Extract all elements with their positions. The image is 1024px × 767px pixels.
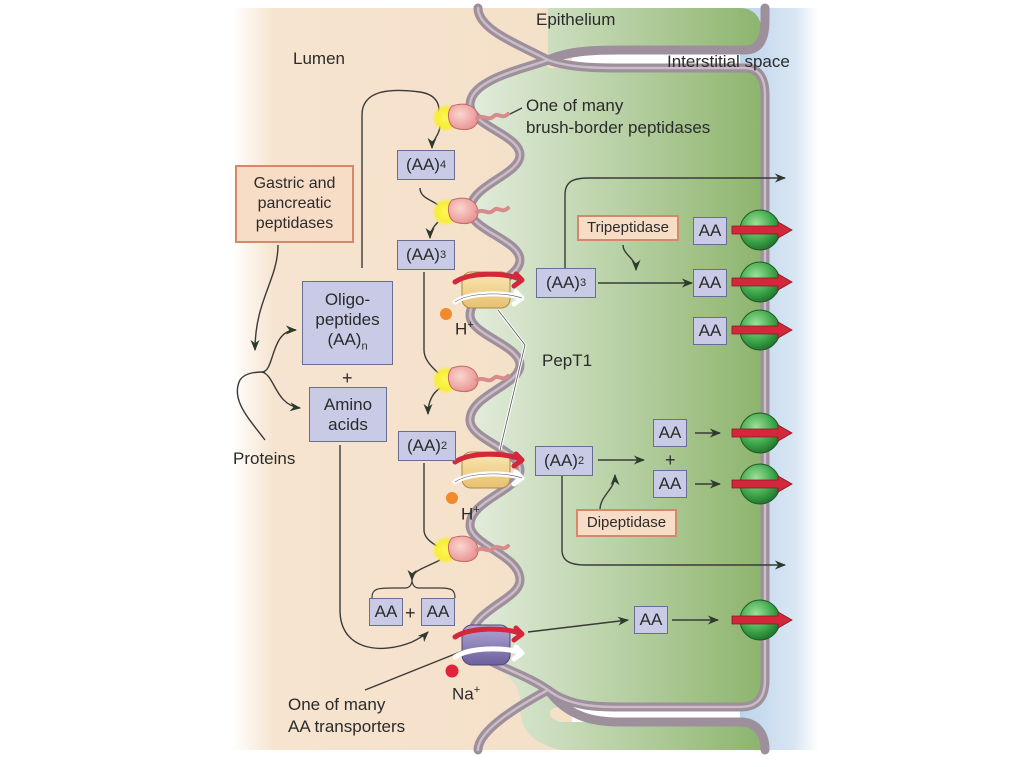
na-ion-label: Na+	[452, 680, 480, 705]
aa-box-tripeptide-2: AA	[693, 269, 727, 297]
arrow-to-aa-pair	[407, 559, 441, 582]
arrow-tripeptidase	[622, 244, 641, 272]
aa-box-dipeptide-2: AA	[653, 470, 687, 498]
aa2-lumen-box: (AA)2	[398, 431, 456, 461]
na-ion-charge: +	[473, 684, 481, 696]
basolateral-channel-6	[731, 599, 793, 641]
oligo-line3: (AA)n	[327, 330, 367, 356]
aa3-cell-subscript: 3	[579, 277, 587, 289]
aa2-lumen-formula: (AA)	[406, 436, 441, 455]
aa2-cell-formula: (AA)	[543, 451, 578, 470]
aa-box-transported: AA	[634, 606, 668, 634]
aa3-lumen-formula: (AA)	[405, 245, 440, 264]
oligo-line1: Oligo-	[324, 289, 371, 309]
basolateral-channel-5	[731, 463, 793, 505]
na-ion-symbol: Na	[452, 684, 474, 704]
aa-transporter	[452, 624, 525, 666]
arrow-proteins-up	[236, 371, 266, 441]
lumen-label: Lumen	[293, 49, 345, 68]
oligo-formula: (AA)	[327, 329, 362, 349]
oligo-line2: peptides	[315, 309, 380, 329]
basolateral-channels	[731, 209, 793, 641]
arrow-oligo-to-peptidase	[361, 89, 440, 268]
flow-arrows	[236, 89, 787, 691]
aa2-lumen-subscript: 2	[440, 440, 448, 452]
arrow-gastric-down	[250, 244, 279, 352]
basolateral-channel-2	[731, 261, 793, 303]
aa4-box: (AA)4	[397, 150, 455, 180]
h-ion-symbol: H	[455, 319, 468, 339]
aa2-cell-subscript: 2	[577, 455, 585, 467]
na-ion-dot	[445, 664, 459, 678]
dipeptidase-box: Dipeptidase	[576, 509, 677, 537]
amino-acids-box: Amino acids	[309, 387, 387, 442]
tripeptidase-box: Tripeptidase	[577, 215, 679, 241]
aa-transporter-label-line1: One of many	[288, 695, 386, 714]
aa-pair-right-box: AA	[421, 598, 455, 626]
aa3-cell-formula: (AA)	[545, 273, 580, 292]
interstitial-space-label: Interstitial space	[667, 52, 790, 71]
amino-line1: Amino	[323, 394, 373, 414]
gastric-line3: peptidases	[255, 215, 334, 232]
brush-border-peptidase-4	[432, 535, 510, 564]
aa2-cell-box: (AA)2	[535, 446, 593, 476]
brush-border-peptidase-2	[432, 197, 510, 226]
brush-border-leader	[507, 107, 523, 116]
h-ion-label-1: H+	[455, 315, 474, 340]
basolateral-channel-4	[731, 412, 793, 454]
gastric-line1: Gastric and	[253, 175, 336, 192]
h-ion-charge: +	[467, 319, 474, 331]
aa-pair-brace	[371, 579, 456, 599]
pept1-transporter-2	[452, 451, 525, 489]
h-ion-dot-2	[446, 492, 458, 504]
h-ion-charge: +	[473, 504, 480, 516]
pept1-leader-lines-outline	[497, 309, 526, 451]
aa-box-tripeptide-3: AA	[693, 317, 727, 345]
aa-transporter-leader	[364, 649, 466, 691]
aa-transporter-label-line2: AA transporters	[288, 717, 406, 736]
aa-box-dipeptide-1: AA	[653, 419, 687, 447]
plus-sign-dipeptide: +	[665, 450, 676, 470]
pept1-label: PepT1	[542, 351, 593, 370]
arrow-aa2-cell-bottom	[561, 475, 787, 570]
h-ion-dot-1	[440, 308, 452, 320]
arrow-proteins-to-amino	[261, 371, 302, 412]
aa3-cell-box: (AA)3	[536, 268, 596, 298]
arrow-transporter-to-aa	[527, 616, 630, 633]
gastric-line2: pancreatic	[257, 195, 332, 212]
arrow-proteins-to-oligo	[261, 325, 298, 373]
pept1-transporter-1	[452, 271, 525, 309]
aa-pair-left-box: AA	[369, 598, 403, 626]
aa-box-tripeptide-1: AA	[693, 217, 727, 245]
brush-border-peptidase-1	[432, 103, 510, 132]
basolateral-channel-3	[731, 309, 793, 351]
h-ion-label-2: H+	[461, 500, 480, 525]
oligopeptides-box: Oligo- peptides (AA)n	[302, 281, 393, 365]
arrow-to-aa3	[425, 221, 439, 240]
proteins-label: Proteins	[233, 449, 296, 468]
h-ion-symbol: H	[461, 504, 474, 524]
gastric-pancreatic-peptidases-box: Gastric and pancreatic peptidases	[235, 165, 354, 243]
epithelium-label: Epithelium	[536, 10, 616, 29]
plus-sign-main: +	[342, 368, 353, 388]
brush-border-peptidase-3	[432, 365, 510, 394]
arrow-aa3-cell-top	[564, 173, 787, 268]
arrow-amino-acids-to-transporter	[339, 445, 429, 649]
aa3-lumen-subscript: 3	[439, 249, 447, 261]
aa4-formula: (AA)	[405, 155, 440, 174]
amino-line2: acids	[328, 414, 368, 434]
aa4-subscript: 4	[439, 159, 447, 171]
oligo-subscript: n	[361, 340, 368, 353]
plus-sign-aa-pair: +	[405, 603, 416, 623]
brush-border-label-line1: One of many	[526, 96, 624, 115]
basolateral-channel-1	[731, 209, 793, 251]
arrow-dipeptidase	[599, 473, 620, 511]
brush-border-label-line2: brush-border peptidases	[526, 118, 711, 137]
aa3-lumen-box: (AA)3	[397, 240, 455, 270]
